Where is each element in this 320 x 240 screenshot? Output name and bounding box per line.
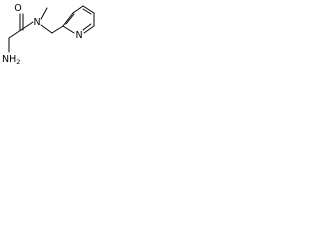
- amine-subscript: 2: [16, 58, 20, 66]
- bond-carbonyl-amide-nitrogen: [20, 21, 34, 31]
- amine-symbol: NH: [2, 54, 16, 65]
- pyridine-inner-double-bond-2: [82, 8, 92, 15]
- bond-methylene-pyridine: [51, 25, 64, 34]
- bond-amide-nitrogen-methyl: [40, 7, 48, 20]
- amide-nitrogen-atom-label: N: [33, 17, 40, 28]
- amine-group-label: NH2: [2, 54, 20, 66]
- pyridine-bond-c5-c4: [82, 5, 95, 14]
- pyridine-bond-c2-n1: [62, 25, 75, 34]
- oxygen-atom-label: O: [14, 3, 21, 14]
- pyridine-inner-double-bond-3: [82, 23, 92, 31]
- pyridine-inner-double-bond-1: [65, 13, 75, 25]
- bond-carbonyl-alpha-carbon: [8, 29, 22, 39]
- pyridine-nitrogen-atom-label: N: [75, 30, 82, 41]
- pyridine-bond-n1-c6: [83, 25, 95, 34]
- pyridine-bond-c3-c2: [62, 12, 74, 27]
- molecule-structure-diagram: O N N NH2: [2, 3, 95, 66]
- pyridine-bond-c4-c3: [72, 5, 84, 14]
- bond-amide-nitrogen-methylene: [40, 24, 53, 34]
